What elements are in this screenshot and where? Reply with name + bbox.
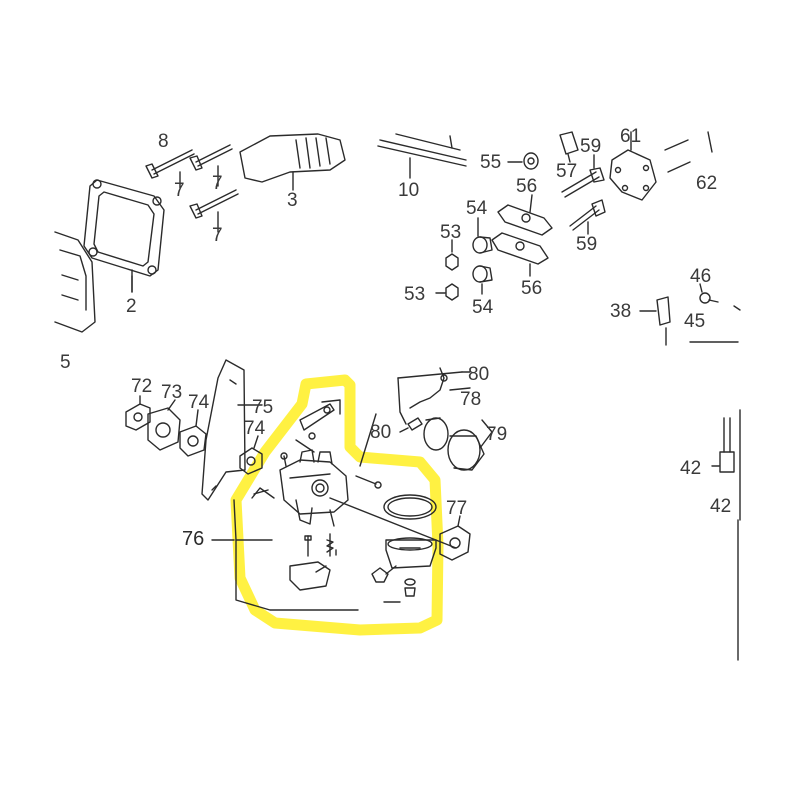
rocker-arm-part-56-a <box>497 194 553 236</box>
push-rods-part-10 <box>377 133 467 179</box>
label-56-b: 56 <box>521 278 542 299</box>
rocker-arm-part-56-b <box>491 232 549 277</box>
label-62: 62 <box>696 173 717 194</box>
gasket-part-72 <box>125 395 151 431</box>
spacer-part-73 <box>147 399 181 451</box>
stud-part-57 <box>559 131 579 163</box>
label-80-a: 80 <box>468 364 489 385</box>
label-54-a: 54 <box>466 198 488 219</box>
label-61: 61 <box>620 126 641 147</box>
solenoid-bracket-part-78 <box>397 367 471 425</box>
label-77: 77 <box>446 498 467 519</box>
bracket-fragment-right <box>689 305 741 343</box>
bolt-part-7-c <box>189 189 239 233</box>
label-74-a: 74 <box>188 392 210 413</box>
stud-part-59-b <box>569 199 606 235</box>
label-42-b: 42 <box>710 496 731 517</box>
label-55: 55 <box>480 152 501 173</box>
label-74-b: 74 <box>244 418 266 439</box>
bolt-part-7-b <box>189 144 233 187</box>
label-59-a: 59 <box>580 136 601 157</box>
carburetor-assembly-part-76 <box>233 399 457 611</box>
label-75: 75 <box>252 397 273 418</box>
bolt-part-46 <box>699 283 719 304</box>
gasket-part-2 <box>83 179 165 293</box>
label-73: 73 <box>161 382 182 403</box>
label-3: 3 <box>287 190 298 211</box>
label-42-a: 42 <box>680 458 701 479</box>
label-7-c: 7 <box>212 225 223 246</box>
nut-part-53-a <box>445 239 459 271</box>
label-59-b: 59 <box>576 234 597 255</box>
label-46: 46 <box>690 266 711 287</box>
label-54-b: 54 <box>472 297 494 318</box>
label-78: 78 <box>460 389 481 410</box>
cylinder-head-part-3 <box>239 133 346 191</box>
label-79: 79 <box>486 424 507 445</box>
label-10: 10 <box>398 180 419 201</box>
carburetor-highlight-outline <box>230 374 444 636</box>
label-57: 57 <box>556 161 577 182</box>
stud-part-59-a <box>561 154 605 198</box>
label-38: 38 <box>610 301 631 322</box>
nut-part-53-b <box>435 283 459 301</box>
label-7-a: 7 <box>174 180 185 201</box>
label-5: 5 <box>60 352 71 373</box>
label-72: 72 <box>131 376 152 397</box>
solenoid-part-79 <box>423 417 493 471</box>
label-53-b: 53 <box>404 284 425 305</box>
heat-shield-part-75 <box>201 359 263 501</box>
guide-plate-part-61 <box>609 131 657 201</box>
label-45: 45 <box>684 311 705 332</box>
label-7-b: 7 <box>212 173 223 194</box>
label-8: 8 <box>158 131 169 152</box>
label-56-a: 56 <box>516 176 537 197</box>
cylinder-head-fragment <box>54 231 96 333</box>
bolt-part-7-a <box>145 149 195 189</box>
clip-part-38 <box>639 296 671 346</box>
gasket-part-74-a <box>179 409 207 457</box>
bolt-part-42 <box>711 409 741 521</box>
insulator-part-77 <box>439 515 471 561</box>
label-80-b: 80 <box>370 422 391 443</box>
nut-part-55 <box>507 152 539 170</box>
pins-part-62 <box>664 131 713 173</box>
gasket-part-74-b <box>239 435 263 475</box>
pivot-part-54-b <box>472 265 493 295</box>
solenoid-screw-part-80 <box>359 413 423 467</box>
pivot-part-54-a <box>472 217 493 254</box>
part-labels: 2 3 5 7 7 7 8 10 38 42 42 45 46 53 53 54… <box>60 126 731 550</box>
label-2: 2 <box>126 296 137 317</box>
label-76: 76 <box>182 528 204 550</box>
label-53-a: 53 <box>440 222 461 243</box>
